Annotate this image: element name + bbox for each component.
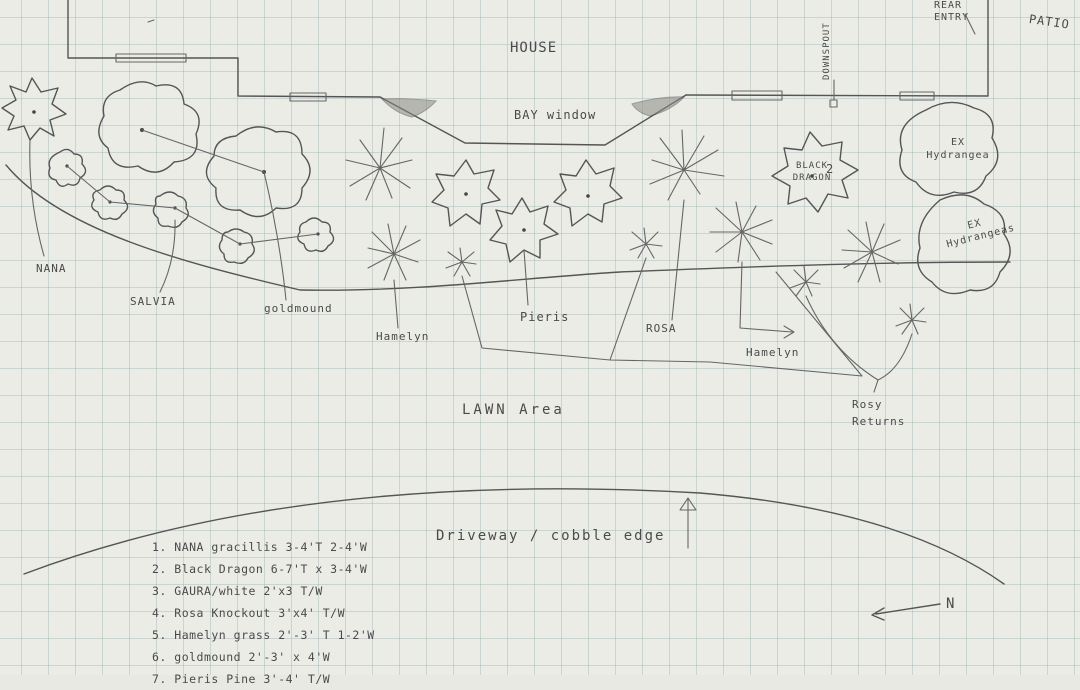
legend-item: 5. Hamelyn grass 2'-3' T 1-2'W	[152, 628, 375, 642]
legend-item: 4. Rosa Knockout 3'x4' T/W	[152, 606, 346, 620]
rosy-returns-plant-2	[895, 303, 927, 335]
rosa-plant-1	[445, 247, 477, 277]
pieris-plant-1	[431, 159, 501, 227]
rosa-leader-3	[671, 199, 685, 321]
salvia-connector	[66, 165, 319, 245]
hydrangea-to-border	[775, 271, 863, 377]
salvia-plant-1	[48, 148, 87, 187]
ex-hydrangea-plant-1	[899, 101, 999, 196]
black-dragon-label: BLACK DRAGON	[792, 161, 832, 183]
bay-window-shade-right	[631, 96, 686, 117]
driveway-arrow	[679, 497, 697, 549]
legend-item: 2. Black Dragon 6-7'T x 3-4'W	[152, 562, 368, 576]
house-outline	[67, 0, 989, 98]
window-2	[289, 92, 327, 102]
house-mark	[147, 19, 155, 23]
rosa-leader-2	[609, 257, 647, 361]
garden-plan-drawing	[1, 0, 1011, 621]
plant-legend: 1. NANA gracillis 3-4'T 2-4'W 2. Black Dr…	[152, 536, 375, 690]
hamelyn-plant-2	[709, 201, 773, 263]
gaura-plant-2	[649, 129, 725, 201]
ex-hydrangea-plant-2	[917, 194, 1011, 295]
rosy-returns-plant-1	[789, 265, 821, 297]
downspout-box	[829, 99, 838, 108]
rosa-plant-2	[629, 227, 663, 259]
nana-label: NANA	[36, 262, 67, 275]
ex-hydrangea-1-label: EX Hydrangea	[926, 137, 990, 161]
hamelyn-plant-3	[841, 221, 901, 283]
salvia-label: SALVIA	[130, 295, 176, 308]
black-dragon-number: 2	[826, 162, 835, 176]
hamelyn-2-leader	[739, 261, 795, 339]
salvia-leader	[159, 219, 176, 293]
lawn-area-label: LAWN Area	[462, 402, 565, 418]
lawn-border-line	[481, 347, 863, 377]
salvia-plant-4	[218, 228, 255, 265]
goldmound-plant-2	[205, 126, 311, 218]
goldmound-label: goldmound	[264, 302, 333, 315]
hamelyn-1-label: Hamelyn	[376, 330, 430, 343]
rosa-leader-1	[461, 275, 483, 349]
window-4	[899, 91, 935, 101]
house-label: HOUSE	[510, 40, 558, 56]
window-1	[115, 53, 187, 63]
north-arrow	[871, 603, 941, 621]
gaura-plant-1	[345, 127, 413, 201]
pieris-leader	[523, 249, 529, 306]
window-3	[731, 90, 783, 101]
legend-item: 3. GAURA/white 2'x3 T/W	[152, 584, 323, 598]
pieris-label: Pieris	[520, 310, 570, 324]
salvia-plant-3	[152, 191, 189, 229]
driveway-label: Driveway / cobble edge	[436, 528, 666, 544]
rosa-label: ROSA	[646, 322, 677, 335]
bay-window-label: BAY window	[514, 108, 597, 122]
driveway-edge	[23, 488, 1005, 585]
downspout-label: DOWNSPOUT	[822, 22, 832, 80]
salvia-plant-5	[297, 217, 335, 253]
hamelyn-1-leader	[393, 279, 399, 329]
rosy-returns-leader	[805, 295, 913, 393]
legend-item: 6. goldmound 2'-3' x 4'W	[152, 650, 331, 664]
nana-leader	[29, 139, 45, 257]
goldmound-plant-1	[98, 81, 200, 173]
legend-item: 7. Pieris Pine 3'-4' T/W	[152, 672, 331, 686]
bed-edge-curve	[5, 164, 1011, 291]
goldmound-leader	[263, 171, 287, 301]
bay-window	[379, 94, 687, 146]
goldmound-connector	[141, 129, 265, 173]
bay-window-shade-left	[380, 98, 438, 118]
hamelyn-2-label: Hamelyn	[746, 346, 800, 359]
legend-item: 1. NANA gracillis 3-4'T 2-4'W	[152, 540, 368, 554]
north-label: N	[946, 596, 956, 612]
salvia-plant-2	[91, 185, 129, 221]
hamelyn-plant-1	[367, 223, 421, 281]
rear-entry-line	[964, 13, 976, 35]
nana-plant	[1, 77, 67, 141]
rear-entry-label: REAR ENTRY	[934, 0, 970, 23]
rosy-returns-label: Rosy Returns	[852, 398, 906, 428]
black-dragon-plant	[771, 131, 859, 213]
pieris-plant-3	[553, 159, 623, 227]
